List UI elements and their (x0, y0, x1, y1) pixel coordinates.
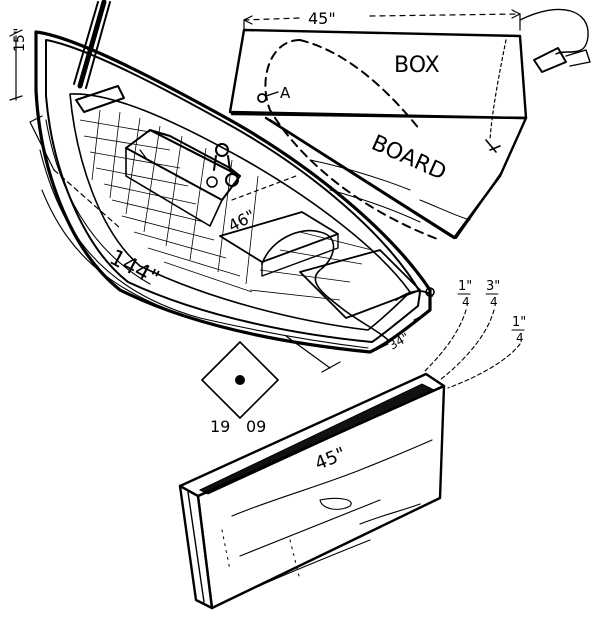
box-board-drawing: A BOX BOARD 45" (228, 8, 591, 241)
boat-width-label: 46" (225, 206, 258, 236)
thickness-1-num: 1" (458, 279, 472, 294)
boat-floor-hatching (79, 109, 373, 301)
box-board-length-label: 45" (308, 9, 336, 28)
point-a-label: A (280, 84, 291, 102)
boat-drawing: 144" 15" 46" 34" (9, 0, 435, 373)
box-label: BOX (394, 53, 440, 78)
thickness-1-den: 4 (462, 295, 470, 309)
thickness-3-den: 4 (516, 331, 524, 345)
boat-depth-label: 15" (12, 28, 28, 52)
year-left-label: 19 (210, 417, 230, 436)
board-edge-label: 34" (387, 330, 412, 353)
monogram-icon (201, 341, 279, 419)
thickness-fractions: 1" 4 3" 4 1" 4 (423, 279, 526, 389)
thickness-2-den: 4 (490, 295, 498, 309)
year-right-label: 09 (246, 417, 266, 436)
board-label: BOARD (368, 131, 450, 186)
box-length-label: 45" (312, 443, 349, 474)
thickness-3-num: 1" (512, 315, 526, 330)
thickness-2-num: 3" (486, 279, 500, 294)
box-drawing: 45" (178, 372, 446, 610)
